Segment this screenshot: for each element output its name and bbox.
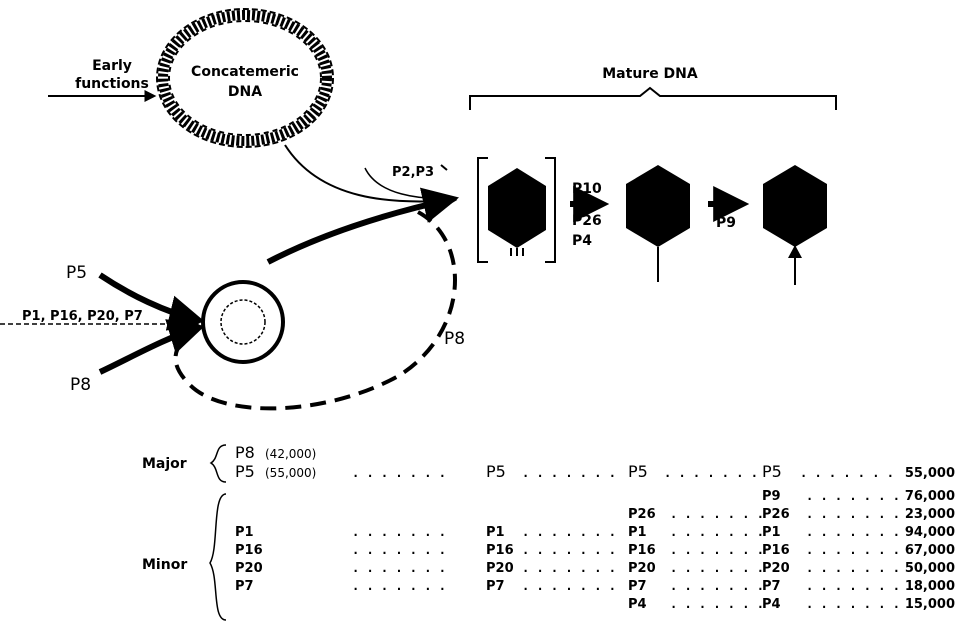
minor-col3-item: P20: [628, 561, 656, 576]
major-dots-1: . . . . . . .: [352, 466, 446, 480]
minor-dots-3: . . . . . . .: [670, 543, 764, 557]
major-value: 55,000: [905, 466, 955, 481]
major-dots-2: . . . . . . .: [522, 466, 616, 480]
major-row-label: Major: [142, 456, 187, 472]
minor-col1-item: P20: [235, 561, 263, 576]
major-p8-name: P8: [235, 443, 255, 462]
minor-col3-item: P16: [628, 543, 656, 558]
minor-col4-item: P26: [762, 507, 790, 522]
procapsid-scaffold-core: [221, 300, 265, 344]
major-p5-name: P5: [235, 462, 255, 481]
early-functions-label-line2: functions: [75, 76, 149, 92]
minor-col2-item: P1: [486, 525, 505, 540]
minor-dots-3: . . . . . . .: [670, 561, 764, 575]
minor-dots-4: . . . . . . .: [806, 597, 900, 611]
minor-dots-2: . . . . . . .: [522, 525, 616, 539]
major-col3-p5: P5: [628, 462, 648, 481]
prohead-bracket-left: [478, 158, 488, 262]
p8-input-arrow: [100, 328, 198, 372]
minor-value: 23,000: [905, 507, 955, 522]
minor-value: 50,000: [905, 561, 955, 576]
minor-col4-item: P7: [762, 579, 781, 594]
minor-dots-3: . . . . . . .: [670, 525, 764, 539]
p9-label: P9: [716, 215, 736, 231]
minor-value: 94,000: [905, 525, 955, 540]
prohead-tail-stub: [511, 248, 523, 256]
mature-dna-label: Mature DNA: [602, 66, 698, 82]
minor-col4-item: P9: [762, 489, 781, 504]
major-dots-3: . . . . . . .: [664, 466, 758, 480]
minor-col2-item: P7: [486, 579, 505, 594]
minor-col3-item: P4: [628, 597, 647, 612]
minor-value: 67,000: [905, 543, 955, 558]
major-p5-mw: (55,000): [265, 466, 316, 480]
major-col4-p5: P5: [762, 462, 782, 481]
p10-label: P10: [572, 181, 602, 197]
minor-col3-item: P26: [628, 507, 656, 522]
procapsid-to-prohead-arrow: [268, 199, 452, 262]
p1-group-label: P1, P16, P20, P7: [22, 309, 143, 324]
minor-col4-item: P1: [762, 525, 781, 540]
minor-col1-item: P1: [235, 525, 254, 540]
minor-dots-4: . . . . . . .: [806, 561, 900, 575]
prohead-bracket-right: [545, 158, 555, 262]
minor-value: 18,000: [905, 579, 955, 594]
major-brace: [211, 445, 226, 482]
minor-col3-item: P1: [628, 525, 647, 540]
minor-dots-1: . . . . . . .: [352, 543, 446, 557]
major-dots-4: . . . . . . .: [800, 466, 894, 480]
minor-col4-item: P20: [762, 561, 790, 576]
major-p8-mw: (42,000): [265, 447, 316, 461]
early-functions-label-line1: Early: [92, 58, 132, 74]
minor-col1-item: P16: [235, 543, 263, 558]
minor-dots-4: . . . . . . .: [806, 579, 900, 593]
major-col2-p5: P5: [486, 462, 506, 481]
p2-p3-tick: [441, 165, 447, 170]
mature-dna-bracket: [470, 88, 836, 110]
minor-dots-2: . . . . . . .: [522, 579, 616, 593]
minor-dots-1: . . . . . . .: [352, 579, 446, 593]
minor-value: 15,000: [905, 597, 955, 612]
minor-row-label: Minor: [142, 557, 187, 573]
head-with-neck: [626, 165, 690, 247]
minor-dots-4: . . . . . . .: [806, 489, 900, 503]
minor-dots-3: . . . . . . .: [670, 597, 764, 611]
minor-col4-item: P4: [762, 597, 781, 612]
minor-col2-item: P20: [486, 561, 514, 576]
p2-p3-label: P2,P3: [392, 165, 434, 180]
minor-value: 76,000: [905, 489, 955, 504]
minor-dots-1: . . . . . . .: [352, 525, 446, 539]
minor-col4-item: P16: [762, 543, 790, 558]
minor-dots-1: . . . . . . .: [352, 561, 446, 575]
prohead-capsid: [488, 168, 546, 248]
concatemeric-dna-label-line2: DNA: [228, 84, 262, 100]
mature-phage-head: [763, 165, 827, 247]
minor-brace: [210, 494, 226, 620]
minor-dots-3: . . . . . . .: [670, 579, 764, 593]
p4-label: P4: [572, 233, 592, 249]
minor-dots-3: . . . . . . .: [670, 507, 764, 521]
p8-loop-label: P8: [444, 329, 465, 349]
minor-dots-4: . . . . . . .: [806, 543, 900, 557]
minor-dots-4: . . . . . . .: [806, 507, 900, 521]
minor-dots-2: . . . . . . .: [522, 543, 616, 557]
p8-input-label: P8: [70, 375, 91, 395]
concatemeric-dna-label-line1: Concatemeric: [191, 64, 299, 80]
procapsid-outer-shell: [203, 282, 283, 362]
minor-dots-2: . . . . . . .: [522, 561, 616, 575]
p5-input-label: P5: [66, 263, 87, 283]
minor-col1-item: P7: [235, 579, 254, 594]
minor-col3-item: P7: [628, 579, 647, 594]
minor-col2-item: P16: [486, 543, 514, 558]
minor-protein-rows: P1. . . . . . .P16. . . . . . .P20. . . …: [235, 489, 955, 612]
p26-label: P26: [572, 213, 602, 229]
minor-dots-4: . . . . . . .: [806, 525, 900, 539]
